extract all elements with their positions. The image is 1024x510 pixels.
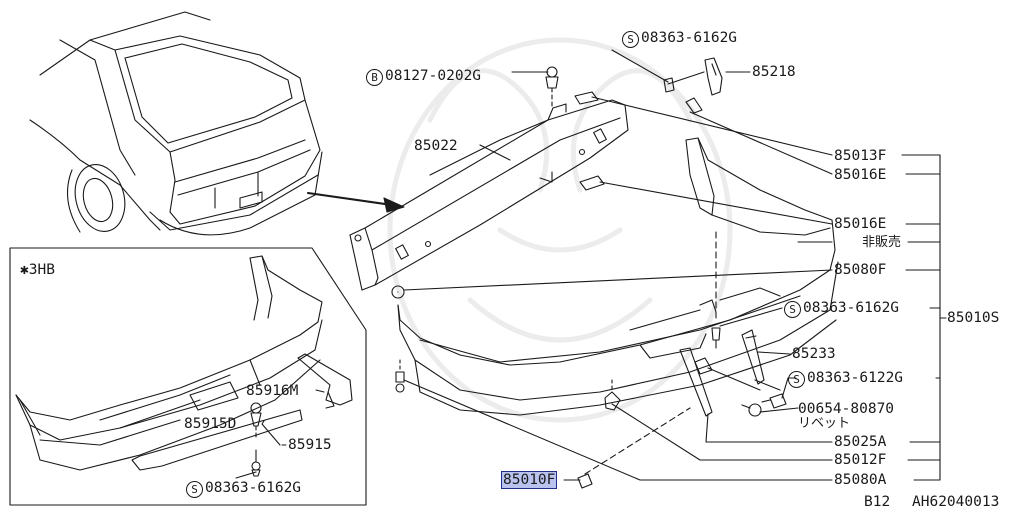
b-mark-icon: B	[366, 69, 383, 86]
bolt-08363-6122g	[761, 393, 787, 409]
direction-arrow	[307, 192, 405, 213]
reinforcement-beam-85022	[349, 99, 629, 291]
footer-section: B12	[864, 494, 891, 510]
s-mark-icon: S	[622, 31, 639, 48]
part-label-00654-80870[interactable]: 00654-80870	[798, 401, 895, 417]
part-code: 08363-6162G	[205, 480, 302, 496]
part-label-85013f[interactable]: 85013F	[834, 148, 887, 164]
part-label-85010s[interactable]: 85010S	[947, 310, 1000, 326]
pad-85016e-lower	[579, 175, 605, 191]
stay-85233	[741, 329, 781, 391]
inset-leader-lines	[261, 389, 325, 446]
part-label-85080f[interactable]: 85080F	[834, 262, 887, 278]
part-label-85080a[interactable]: 85080A	[834, 472, 887, 488]
footer-figure-id: AH62040013	[912, 494, 1000, 510]
part-code: 08363-6162G	[803, 300, 900, 316]
vehicle-rear-view	[29, 11, 323, 236]
part-label-85915[interactable]: 85915	[288, 437, 332, 453]
part-label-85218[interactable]: 85218	[752, 64, 796, 80]
part-label-85016e-2[interactable]: 85016E	[834, 216, 887, 232]
part-label-85233[interactable]: 85233	[792, 346, 836, 362]
part-label-85022[interactable]: 85022	[414, 138, 458, 154]
part-label-85012f[interactable]: 85012F	[834, 452, 887, 468]
part-code: 08127-0202G	[385, 68, 482, 84]
inset-title: ✱3HB	[20, 262, 55, 278]
inset-frame	[9, 247, 367, 506]
bolt-08127-0202g	[545, 66, 559, 109]
inset-bumper-3hb	[15, 255, 323, 471]
leader-lines	[403, 49, 947, 481]
part-label-85916m[interactable]: 85916M	[246, 383, 299, 399]
rivet-label: リベット	[798, 416, 851, 431]
pad-85016e-top	[574, 91, 599, 105]
s-mark-icon: S	[186, 481, 203, 498]
nut-85012f	[604, 379, 621, 411]
part-code: 08363-6162G	[641, 30, 738, 46]
part-label-85025a[interactable]: 85025A	[834, 434, 887, 450]
rear-bumper-cover	[397, 137, 839, 416]
part-label-85016e-1[interactable]: 85016E	[834, 167, 887, 183]
s-mark-icon: S	[784, 301, 801, 318]
inset-side-brackets	[131, 353, 353, 479]
watermark-emblem	[387, 37, 733, 423]
clip-85080f	[391, 285, 405, 299]
clip-85080a	[395, 359, 405, 393]
bracket-85218	[663, 57, 723, 114]
rivet-00654-80870	[741, 403, 762, 417]
clip-85010f	[577, 407, 691, 489]
part-code: 08363-6122G	[807, 370, 904, 386]
not-for-sale-label: 非販売	[862, 235, 902, 250]
part-label-85010f-highlighted[interactable]: 85010F	[500, 471, 558, 489]
bolt-08363-6162g-mid	[711, 231, 721, 349]
part-label-85915d[interactable]: 85915D	[184, 416, 237, 432]
stay-85025a	[679, 347, 761, 417]
s-mark-icon: S	[788, 371, 805, 388]
